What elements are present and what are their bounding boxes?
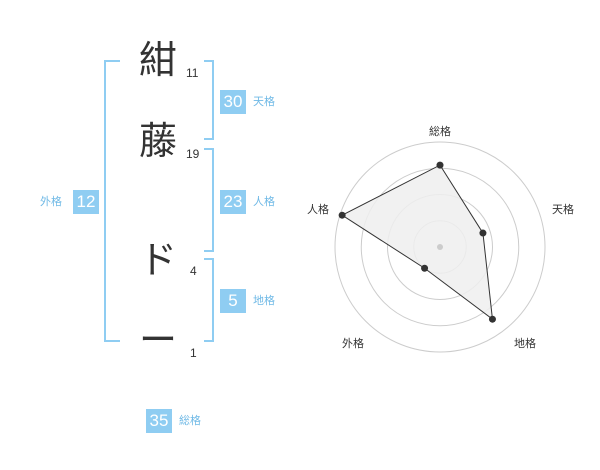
stroke-count-1: 11 — [186, 66, 199, 80]
radar-point-3 — [421, 264, 429, 272]
radar-axis-label-tenkaku: 天格 — [552, 203, 574, 216]
jinkaku-value: 23 — [220, 190, 246, 214]
name-char-1: 紺 — [138, 38, 177, 82]
radar-point-1 — [479, 229, 487, 237]
tenkaku-bracket — [204, 60, 214, 140]
radar-point-4 — [338, 211, 346, 219]
radar-point-2 — [488, 315, 496, 323]
radar-axis-label-jinkaku: 人格 — [307, 203, 329, 216]
chikaku-value: 5 — [220, 289, 246, 313]
radar-axis-label-soukaku: 総格 — [429, 125, 451, 138]
radar-polygon — [341, 164, 494, 321]
radar-ring — [334, 141, 546, 353]
soukaku-label: 総格 — [179, 414, 201, 427]
name-char-4: ー — [138, 318, 177, 362]
radar-axis-label-chikaku: 地格 — [514, 337, 536, 350]
name-char-3: ド — [138, 238, 177, 282]
gaikaku-label: 外格 — [40, 195, 62, 208]
jinkaku-label: 人格 — [253, 195, 275, 208]
soukaku-value: 35 — [146, 409, 172, 433]
tenkaku-value: 30 — [220, 90, 246, 114]
stroke-count-2: 19 — [186, 147, 200, 161]
gaikaku-bracket — [104, 60, 120, 342]
name-char-2: 藤 — [138, 119, 177, 163]
radar-point-0 — [436, 161, 444, 169]
tenkaku-label: 天格 — [253, 95, 275, 108]
chikaku-bracket — [204, 258, 214, 342]
stroke-count-4: 1 — [190, 346, 197, 360]
stroke-count-3: 4 — [190, 264, 197, 278]
chikaku-label: 地格 — [253, 294, 275, 307]
gaikaku-value: 12 — [73, 190, 99, 214]
jinkaku-bracket — [204, 148, 214, 252]
radar-center — [437, 244, 443, 250]
radar-axis-label-gaikaku: 外格 — [342, 337, 364, 350]
